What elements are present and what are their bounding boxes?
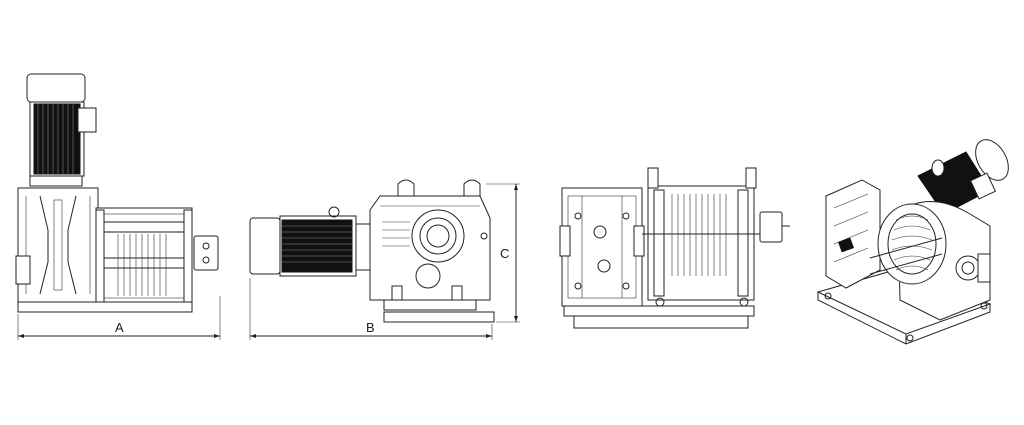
gearbox	[825, 179, 881, 289]
motor-end-cap	[249, 217, 281, 275]
limit-switch	[977, 253, 991, 283]
gearbox-feet	[383, 299, 477, 311]
base-plate	[563, 305, 755, 317]
front-view: B C	[249, 179, 520, 340]
rear-view	[559, 167, 790, 329]
gearbox	[561, 187, 643, 307]
gearbox	[17, 187, 99, 303]
motor-cap	[26, 73, 86, 103]
dimension-label-c: C	[500, 246, 509, 261]
dimension-c	[486, 183, 520, 323]
drum	[877, 203, 947, 285]
dimension-label-b: B	[366, 320, 375, 335]
side-view: A	[15, 73, 221, 340]
base-plate	[383, 311, 495, 323]
motor-flange	[29, 175, 83, 187]
drum-rope	[117, 234, 167, 296]
lifting-eye	[328, 206, 340, 218]
lifting-lug-left	[397, 179, 415, 196]
limit-switch	[759, 211, 783, 243]
dimension-a	[17, 296, 221, 340]
motor	[917, 139, 1009, 215]
motor-fins	[33, 103, 81, 175]
motor-flange	[355, 223, 371, 271]
limit-switch	[193, 235, 219, 271]
dimension-b	[249, 278, 493, 340]
motor-fins	[281, 219, 353, 273]
lifting-lug-right	[463, 179, 481, 196]
dimension-label-a: A	[115, 320, 124, 335]
drum-rope	[671, 194, 727, 276]
drum-hub	[955, 255, 981, 281]
terminal-box	[77, 107, 97, 133]
output-flange	[411, 209, 465, 263]
isometric-view	[816, 139, 1009, 345]
drum-frame	[647, 185, 755, 301]
base-plate	[17, 301, 193, 313]
